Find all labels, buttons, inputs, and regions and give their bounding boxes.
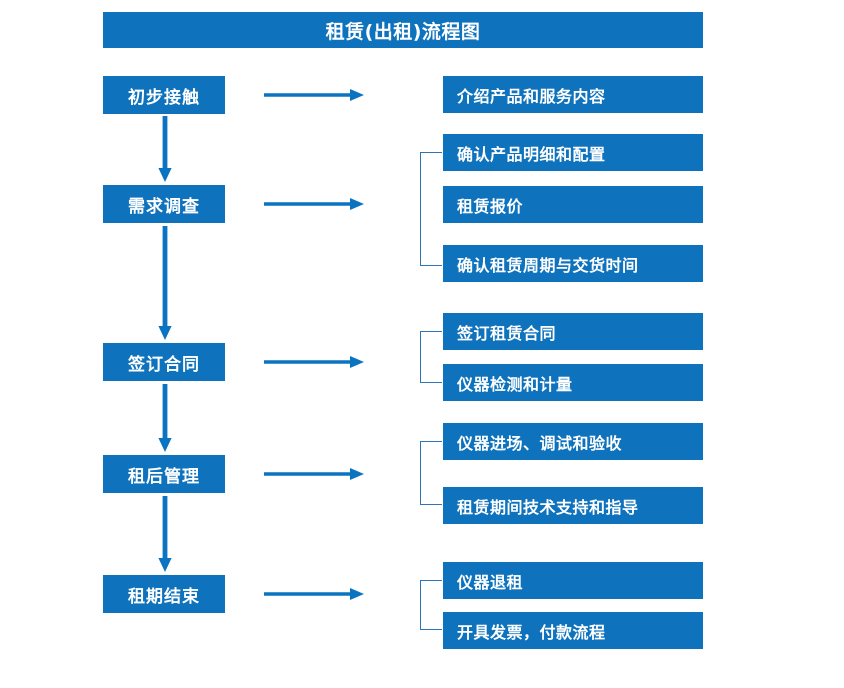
arrow-right-icon-2 <box>264 196 364 210</box>
arrow-down-icon-1 <box>158 116 172 182</box>
detail-box-6[interactable]: 仪器检测和计量 <box>443 364 703 401</box>
arrow-right-icon-4 <box>264 466 364 480</box>
detail-box-4[interactable]: 确认租赁周期与交货时间 <box>443 245 703 282</box>
stage-box-2[interactable]: 需求调查 <box>103 185 225 223</box>
detail-box-8[interactable]: 租赁期间技术支持和指导 <box>443 487 703 524</box>
group-bracket-1 <box>420 152 442 266</box>
detail-box-1[interactable]: 介绍产品和服务内容 <box>443 76 703 113</box>
stage-box-5[interactable]: 租期结束 <box>103 575 225 613</box>
detail-box-5[interactable]: 签订租赁合同 <box>443 313 703 350</box>
detail-box-10[interactable]: 开具发票，付款流程 <box>443 612 703 649</box>
detail-box-3[interactable]: 租赁报价 <box>443 186 703 223</box>
stage-box-3[interactable]: 签订合同 <box>103 343 225 381</box>
detail-box-7[interactable]: 仪器进场、调试和验收 <box>443 423 703 460</box>
arrow-right-icon-3 <box>264 354 364 368</box>
group-bracket-3 <box>420 441 442 505</box>
detail-box-9[interactable]: 仪器退租 <box>443 562 703 599</box>
page-title: 租赁(出租)流程图 <box>103 12 703 48</box>
arrow-right-icon-5 <box>264 586 364 600</box>
group-bracket-4 <box>420 580 442 630</box>
detail-box-2[interactable]: 确认产品明细和配置 <box>443 134 703 171</box>
arrow-down-icon-3 <box>158 384 172 452</box>
stage-box-4[interactable]: 租后管理 <box>103 455 225 493</box>
group-bracket-2 <box>420 331 442 383</box>
arrow-down-icon-2 <box>158 226 172 340</box>
stage-box-1[interactable]: 初步接触 <box>103 76 225 114</box>
arrow-right-icon-1 <box>264 87 364 101</box>
arrow-down-icon-4 <box>158 496 172 572</box>
